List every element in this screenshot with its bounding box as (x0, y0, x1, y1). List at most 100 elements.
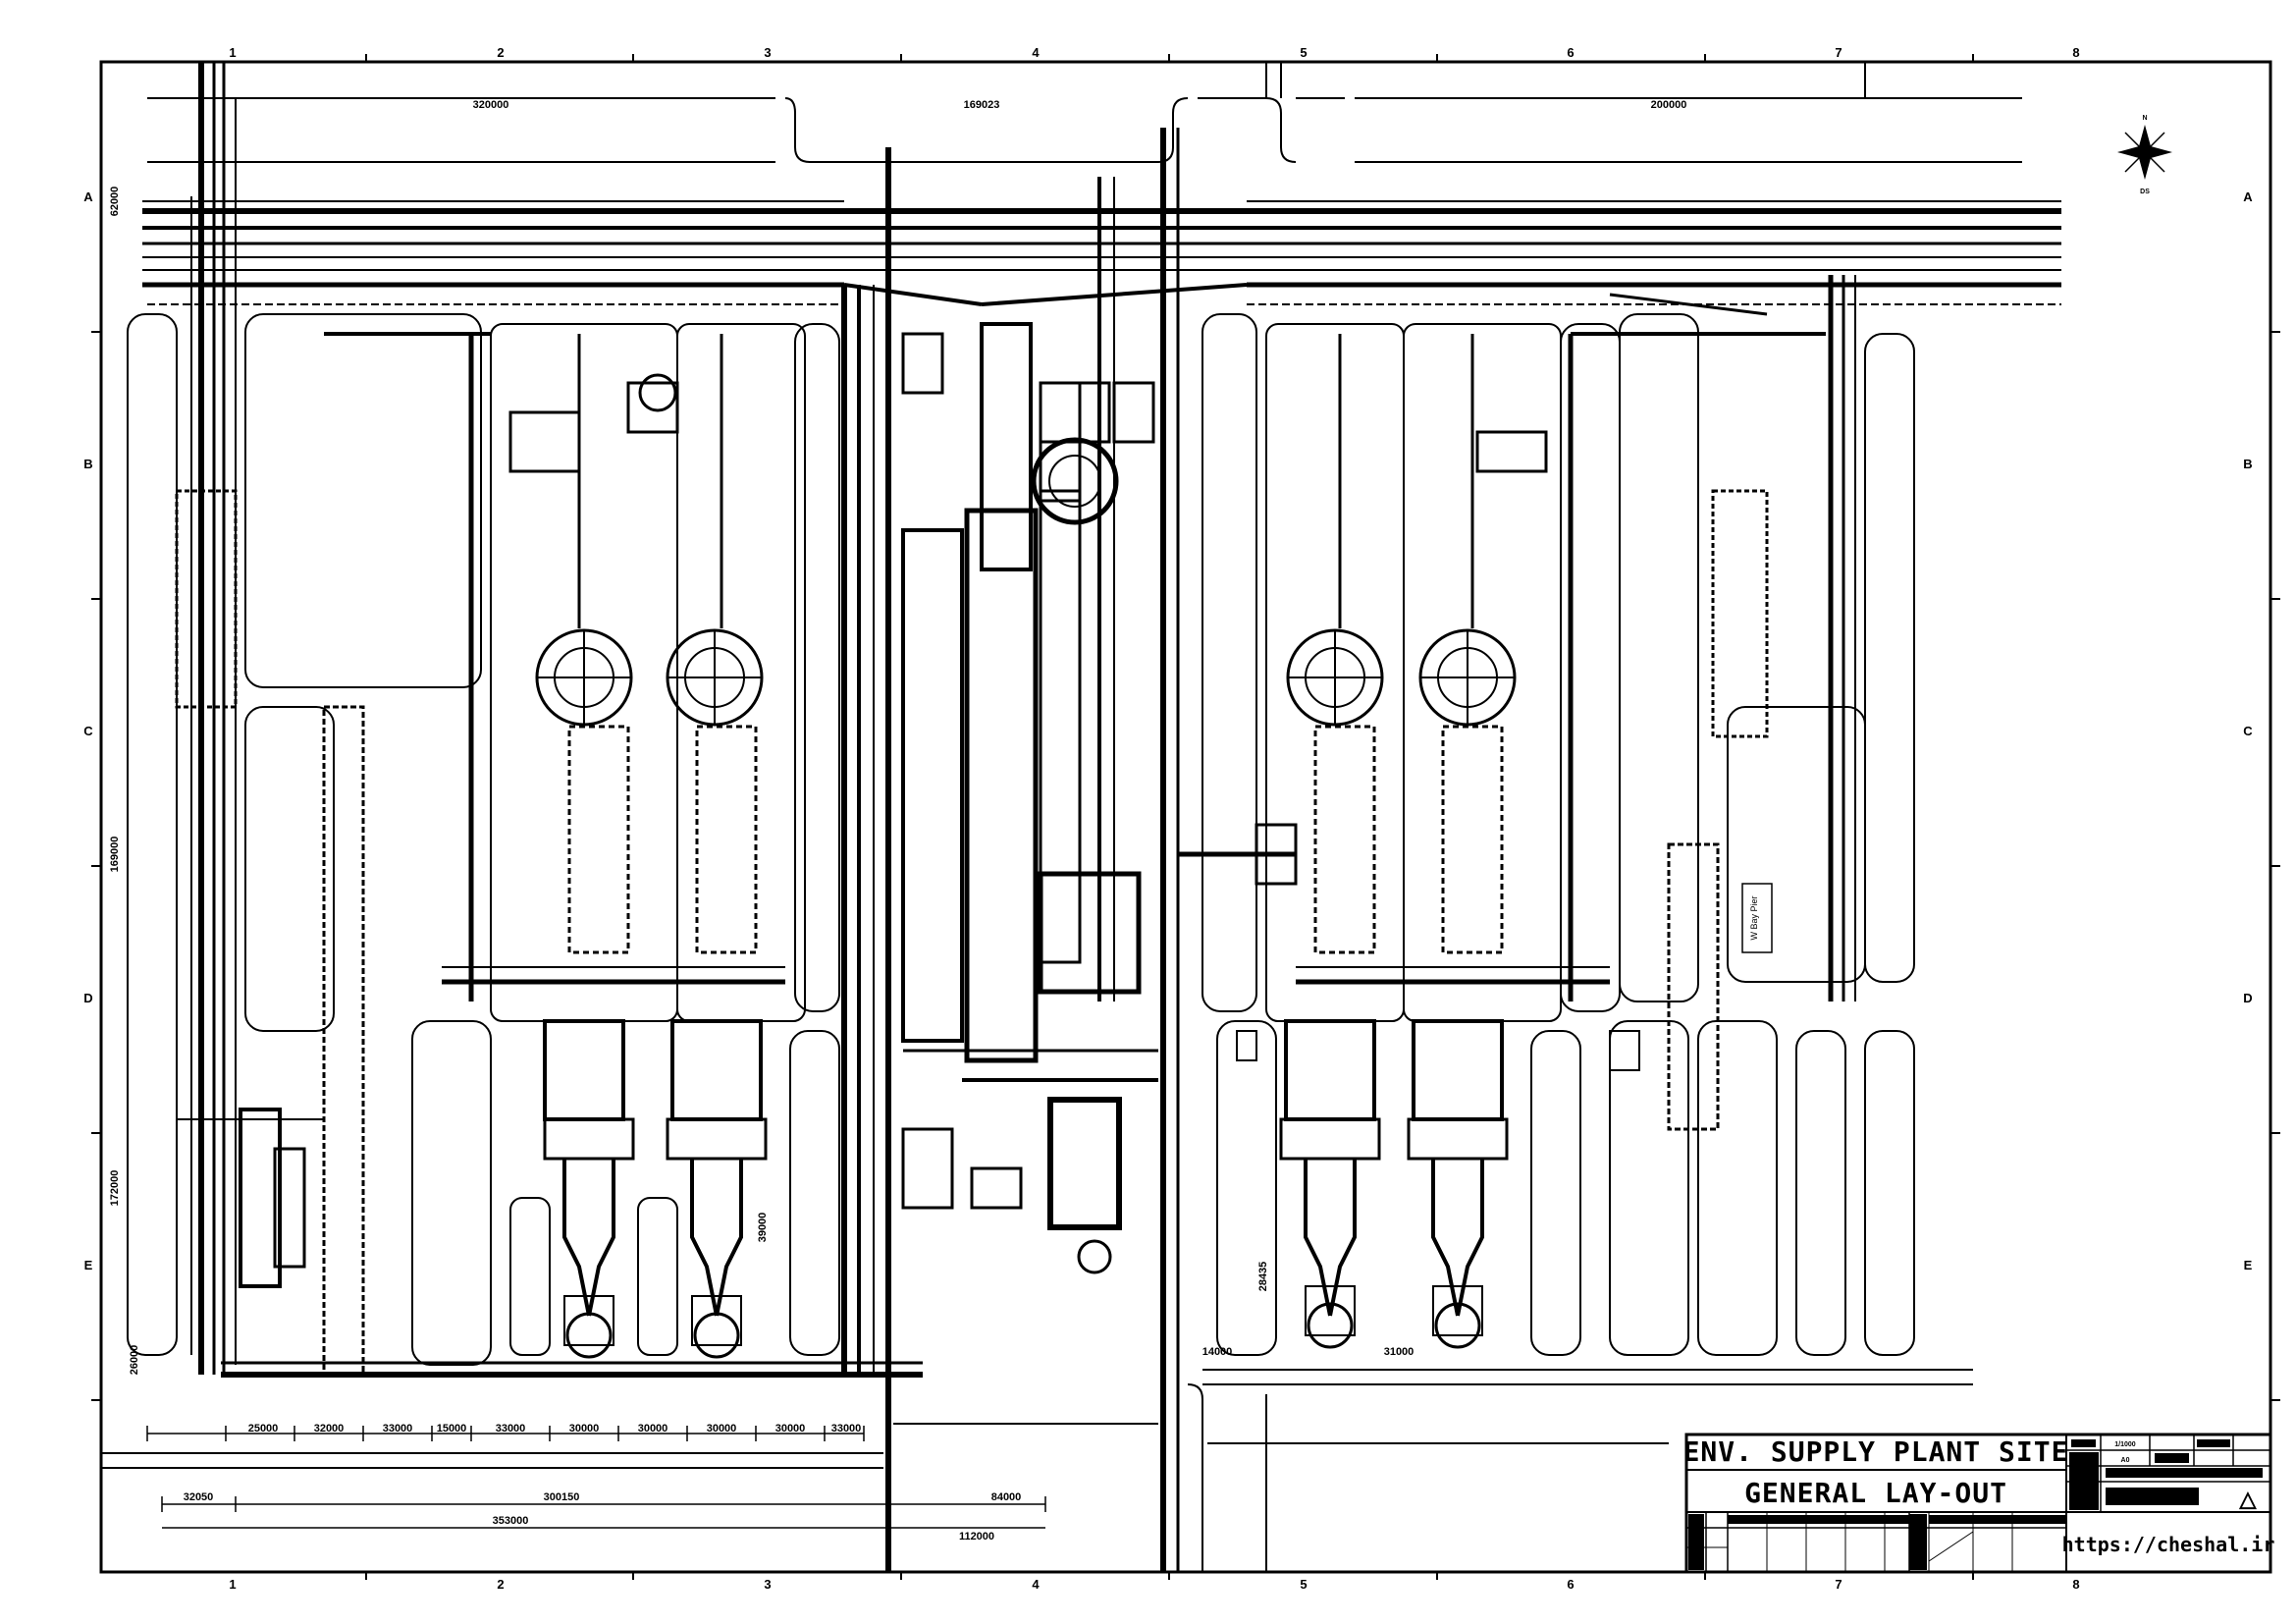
row-label: D (83, 991, 92, 1005)
right-unit-b (1403, 323, 1562, 1349)
col-label: 6 (1567, 1577, 1574, 1592)
title-line-1: ENV. SUPPLY PLANT SITE (1683, 1435, 2069, 1468)
site-url: https://cheshal.ir (2062, 1533, 2275, 1556)
dim-top-center: 169023 (964, 99, 1000, 111)
north-label: N (2142, 115, 2147, 122)
dim-bottom: 32000 (314, 1423, 345, 1435)
scale-label: SCALE (2071, 1441, 2095, 1448)
detail-lines (147, 293, 2061, 1288)
tb-info-strip (2069, 1452, 2099, 1510)
pier-note: W Bay Pier (1749, 895, 1759, 940)
dim-bottom: 33000 (831, 1423, 862, 1435)
col-label: 4 (1032, 45, 1040, 60)
row-label: B (2243, 457, 2252, 471)
title-block-text: ENV. SUPPLY PLANT SITE GENERAL LAY-OUT h… (1683, 1435, 2275, 1556)
tb-field-bar (2155, 1453, 2189, 1463)
dim-interior: 28435 (1257, 1262, 1269, 1292)
tb-drawing-no-bar (2106, 1468, 2263, 1478)
row-label: B (83, 457, 92, 471)
col-label: 1 (229, 1577, 236, 1592)
dim-bottom-secondary: 112000 (959, 1531, 994, 1543)
left-area-roads (127, 313, 840, 1366)
top-road-network (147, 62, 2022, 163)
dim-bottom: 30000 (775, 1423, 806, 1435)
column-labels-bottom: 1 2 3 4 5 6 7 8 (229, 1577, 2079, 1592)
dim-top-left: 320000 (473, 99, 509, 111)
col-label: 7 (1835, 45, 1842, 60)
revision-symbol: △ (2239, 1487, 2258, 1511)
dimension-labels: 320000 169023 200000 62000 169000 172000… (109, 99, 1759, 1543)
tb-revision-strip (1688, 1514, 1704, 1570)
dim-bottom: 15000 (437, 1423, 467, 1435)
left-unit-a (490, 323, 678, 1359)
row-label: E (2244, 1258, 2253, 1272)
dim-bottom: 30000 (638, 1423, 668, 1435)
dim-bottom: 30000 (707, 1423, 737, 1435)
dim-left-b: 169000 (109, 837, 121, 873)
dim-bottom: 33000 (496, 1423, 526, 1435)
col-label: 4 (1032, 1577, 1040, 1592)
right-pipe-rack (1667, 275, 1856, 1131)
tb-header-bar (1728, 1515, 1909, 1524)
row-labels-left: A B C D E (83, 189, 93, 1272)
dim-interior: 14000 (1202, 1346, 1233, 1358)
size-label: SIZE (2075, 1457, 2091, 1464)
right-area-roads (1201, 313, 1973, 1385)
dim-bottom-secondary: 300150 (544, 1491, 580, 1503)
dim-bottom-secondary: 84000 (991, 1491, 1022, 1503)
dim-interior: 39000 (757, 1213, 769, 1243)
col-label: 6 (1567, 45, 1574, 60)
dim-top-right: 200000 (1651, 99, 1687, 111)
col-label: 8 (2072, 1577, 2079, 1592)
left-unit-feed-lines (442, 334, 785, 1001)
dim-left-a: 62000 (109, 187, 121, 217)
col-label: 5 (1300, 1577, 1307, 1592)
central-corridor (841, 128, 1180, 1571)
col-label: 5 (1300, 45, 1307, 60)
bottom-dimension-chain (146, 1426, 1046, 1529)
col-label: 3 (764, 45, 771, 60)
row-label: C (2243, 724, 2253, 738)
scale-value: 1/1000 (2114, 1441, 2136, 1448)
col-label: 7 (1835, 1577, 1842, 1592)
right-unit-a (1265, 323, 1405, 1349)
tb-sheet-label-bar (2197, 1439, 2230, 1447)
main-pipe-rack (142, 200, 2061, 306)
dim-left-c: 172000 (109, 1170, 121, 1207)
col-label: 3 (764, 1577, 771, 1592)
dim-bottom: 30000 (569, 1423, 600, 1435)
title-line-2: GENERAL LAY-OUT (1744, 1477, 2007, 1509)
bottom-roads (101, 1383, 1669, 1571)
sheet-border (99, 60, 2272, 1574)
column-labels-top: 1 2 3 4 5 6 7 8 (229, 45, 2079, 60)
north-arrow-icon: N DS (2117, 115, 2172, 195)
tb-approval-strip (1909, 1514, 1927, 1570)
central-process-block (901, 332, 1158, 1274)
row-label: A (83, 189, 93, 204)
col-label: 2 (497, 45, 504, 60)
tb-doc-no-bar (2106, 1488, 2199, 1505)
title-block (1684, 1433, 2272, 1574)
north-arrow-sub-label: DS (2140, 189, 2150, 195)
tb-scale-label-bar (2071, 1439, 2096, 1447)
col-label: 1 (229, 45, 236, 60)
left-pipe-rack (175, 62, 923, 1378)
dim-bottom: 25000 (248, 1423, 279, 1435)
dim-bottom: 33000 (383, 1423, 413, 1435)
col-label: 8 (2072, 45, 2079, 60)
col-label: 2 (497, 1577, 504, 1592)
pier-note-box (1741, 883, 1773, 953)
row-label: C (83, 724, 93, 738)
right-unit-feed-lines (1178, 334, 1610, 1001)
dim-bottom-overall: 353000 (493, 1515, 529, 1527)
dim-left-d: 26000 (129, 1345, 140, 1376)
row-label: A (2243, 189, 2253, 204)
row-labels-right: A B C D E (2243, 189, 2253, 1272)
tb-header-bar-2 (1929, 1515, 2066, 1524)
row-label: E (84, 1258, 93, 1272)
row-label: D (2243, 991, 2252, 1005)
left-unit-b (666, 323, 806, 1359)
size-value: A0 (2121, 1457, 2130, 1464)
dim-interior: 31000 (1384, 1346, 1415, 1358)
